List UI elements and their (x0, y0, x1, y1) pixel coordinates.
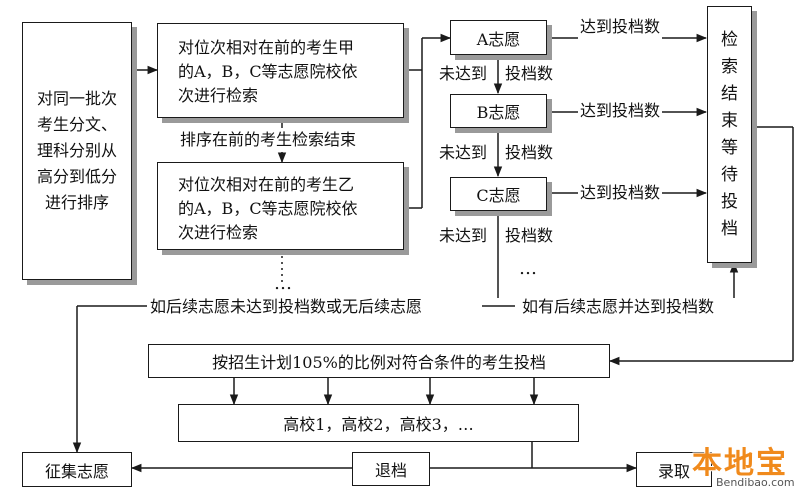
watermark-cn: 本地宝 (692, 446, 788, 481)
sort-box-text: 对同一批次 考生分文、 理科分别从 高分到低分 进行排序 (36, 89, 117, 212)
search-ended-wait-text: 检 索 结 束 等 待 投 档 (721, 29, 738, 239)
reached-b-label: 达到投档数 (578, 99, 663, 123)
reached-c-label: 达到投档数 (578, 181, 663, 205)
withdraw-text: 退档 (374, 461, 407, 480)
not-reached-c-2: 投档数 (505, 226, 554, 245)
watermark-logo: 本地宝 Bendibao.com (664, 440, 800, 499)
collect-volunteer-text: 征集志愿 (44, 461, 109, 481)
colleges-box: 高校1，高校2，高校3，… (178, 404, 579, 442)
not-reached-b-1: 未达到 (439, 143, 488, 162)
not-reached-b-2: 投档数 (505, 143, 554, 162)
search-box-a: 对位次相对在前的考生甲 的A，B，C等志愿院校依 次进行检索 (157, 23, 404, 118)
ellipsis-c: … (519, 258, 537, 279)
admit-box: 录取 (636, 452, 712, 487)
choice-a-box: A志愿 (450, 20, 547, 55)
ellipsis-b: … (274, 273, 292, 294)
search-ended-wait-box: 检 索 结 束 等 待 投 档 (707, 6, 752, 263)
choice-a-label: A志愿 (476, 29, 521, 49)
collect-volunteer-box: 征集志愿 (22, 452, 132, 487)
condition-no-more-choices: 如后续志愿未达到投档数或无后续志愿 (150, 297, 423, 316)
allocation-text: 按招生计划105%的比例对符合条件的考生投档 (212, 353, 546, 372)
withdraw-box: 退档 (352, 452, 430, 486)
not-reached-c-1: 未达到 (439, 226, 488, 245)
admit-text: 录取 (657, 461, 690, 481)
not-reached-a-1: 未达到 (439, 64, 488, 83)
choice-b-label: B志愿 (476, 103, 521, 122)
reached-a-label: 达到投档数 (578, 15, 663, 39)
choice-c-box: C志愿 (450, 177, 547, 211)
choice-b-box: B志愿 (450, 94, 547, 128)
not-reached-a-2: 投档数 (505, 64, 554, 83)
watermark-en: Bendibao.com (716, 476, 795, 489)
colleges-text: 高校1，高校2，高校3，… (283, 415, 474, 434)
allocation-box: 按招生计划105%的比例对符合条件的考生投档 (148, 344, 610, 378)
sorted-search-ended-label: 排序在前的考生检索结束 (180, 128, 357, 152)
condition-more-choices-reached: 如有后续志愿并达到投档数 (522, 297, 715, 316)
search-box-b: 对位次相对在前的考生乙 的A，B，C等志愿院校依 次进行检索 (157, 162, 404, 250)
sort-box: 对同一批次 考生分文、 理科分别从 高分到低分 进行排序 (22, 22, 132, 280)
choice-c-label: C志愿 (476, 186, 521, 205)
